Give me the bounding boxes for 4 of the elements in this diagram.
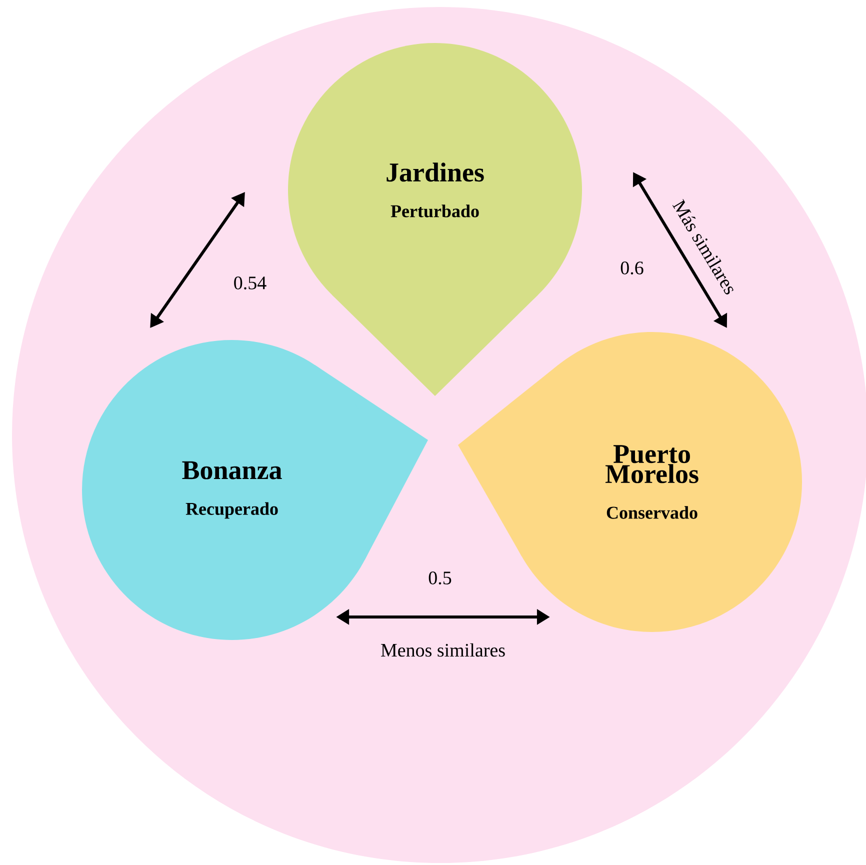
note-text: Menos similares — [381, 643, 505, 657]
edge-label: 0.54 — [234, 276, 266, 290]
edge-label: 0.6 — [620, 262, 644, 274]
edge-label: 0.5 — [428, 572, 452, 584]
